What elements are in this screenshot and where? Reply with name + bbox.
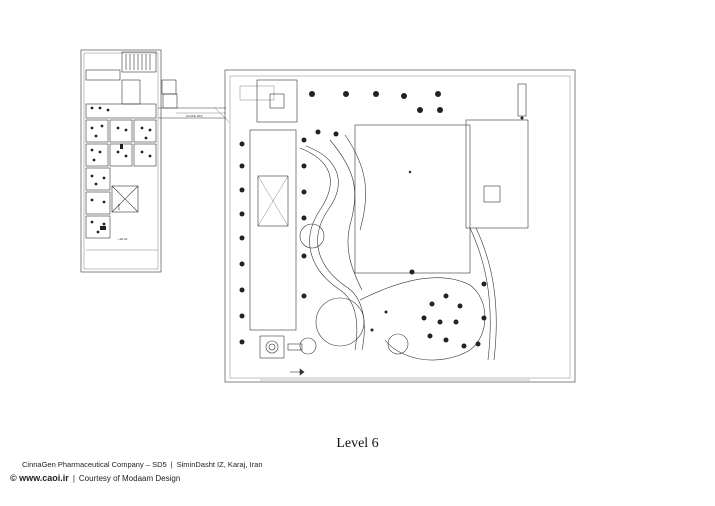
copyright-link[interactable]: © www.caoi.ir bbox=[10, 473, 69, 483]
project-name: CinnaGen Pharmaceutical Company – SD5 bbox=[22, 460, 167, 469]
direction-arrow-icon bbox=[290, 368, 305, 376]
design-credit: Courtesy of Modaam Design bbox=[78, 474, 181, 483]
project-caption: CinnaGen Pharmaceutical Company – SD5|Si… bbox=[22, 460, 263, 469]
elevation-annotation: +26.40 bbox=[118, 237, 128, 241]
credit-separator: | bbox=[72, 474, 75, 483]
connecting-bridge bbox=[158, 107, 231, 124]
left-building-block bbox=[80, 49, 178, 273]
project-location: SiminDasht IZ, Karaj, Iran bbox=[176, 460, 263, 469]
landscape-trees bbox=[239, 91, 524, 349]
floor-plan-drawing: SLOPE 20% bbox=[80, 49, 576, 383]
walkway-paths bbox=[299, 134, 497, 361]
level-title: Level 6 bbox=[336, 436, 379, 451]
room-annotation: Duct bbox=[117, 204, 121, 210]
main-roof-outline bbox=[224, 69, 576, 383]
left-furniture bbox=[90, 106, 152, 234]
caption-separator: | bbox=[170, 460, 173, 469]
slope-annotation: SLOPE 20% bbox=[186, 114, 203, 118]
credit-caption: © www.caoi.ir|Courtesy of Modaam Design bbox=[10, 473, 180, 483]
